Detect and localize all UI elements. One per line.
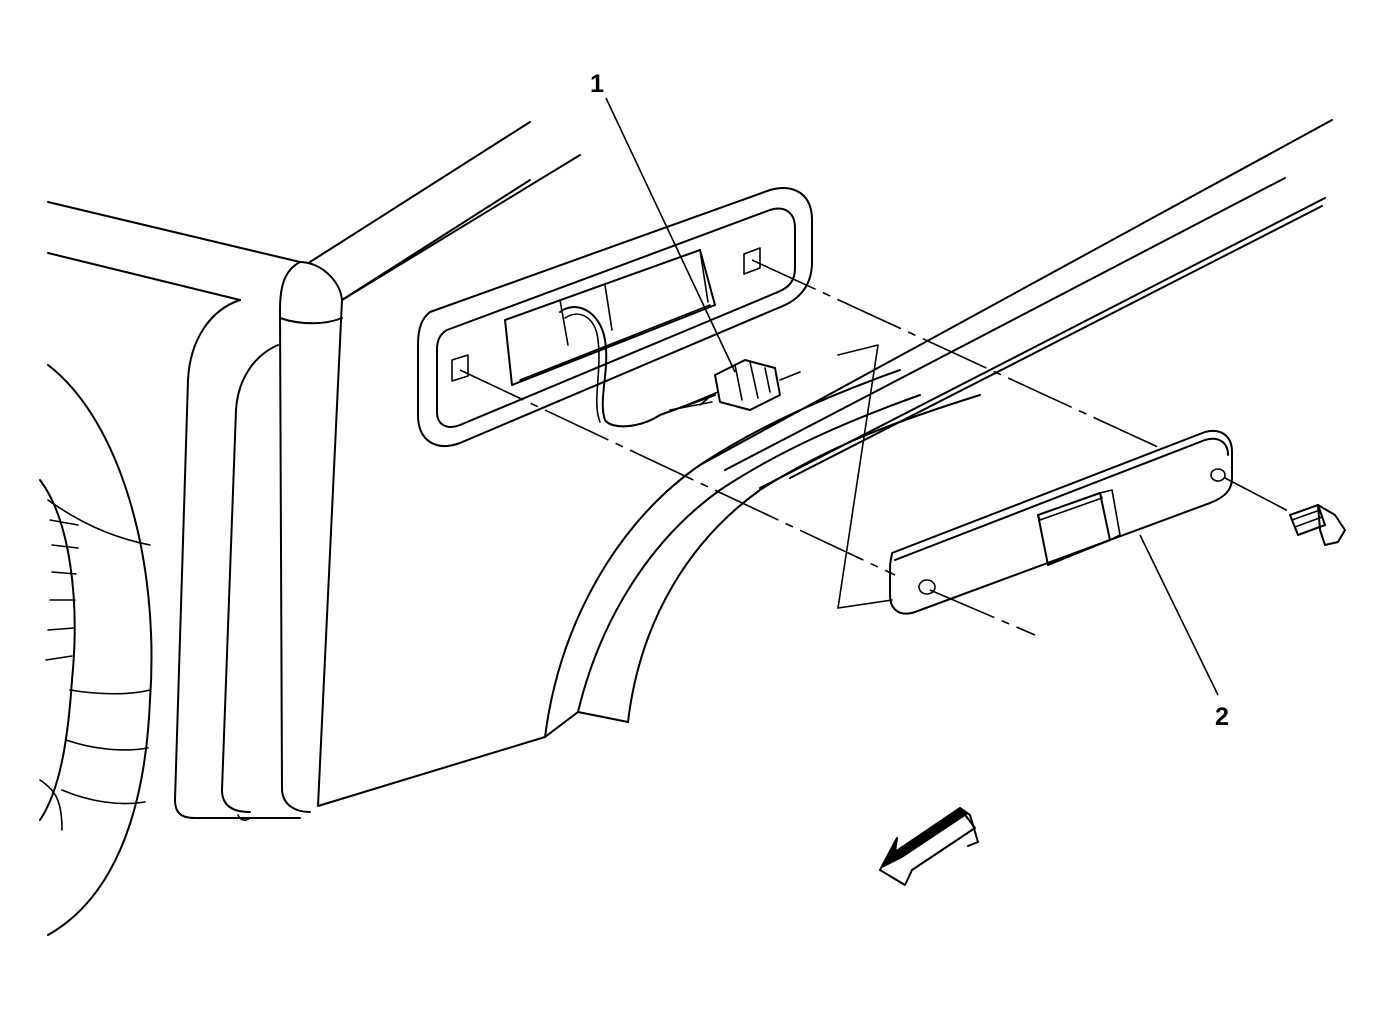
side-marker-lamp <box>889 430 1233 615</box>
tire <box>39 364 153 936</box>
bolt-icon <box>1289 504 1346 546</box>
callout-1: 1 <box>590 70 604 98</box>
electrical-connector-icon <box>699 359 801 411</box>
front-bumper <box>47 121 581 821</box>
callout-2: 2 <box>1215 703 1229 731</box>
front-direction-arrow-icon <box>879 807 979 886</box>
fender-panel <box>317 119 1333 807</box>
lamp-recess <box>417 187 813 447</box>
alignment-lines <box>459 259 1293 636</box>
leader-line-2 <box>1139 534 1219 696</box>
leader-line-1 <box>605 97 736 373</box>
